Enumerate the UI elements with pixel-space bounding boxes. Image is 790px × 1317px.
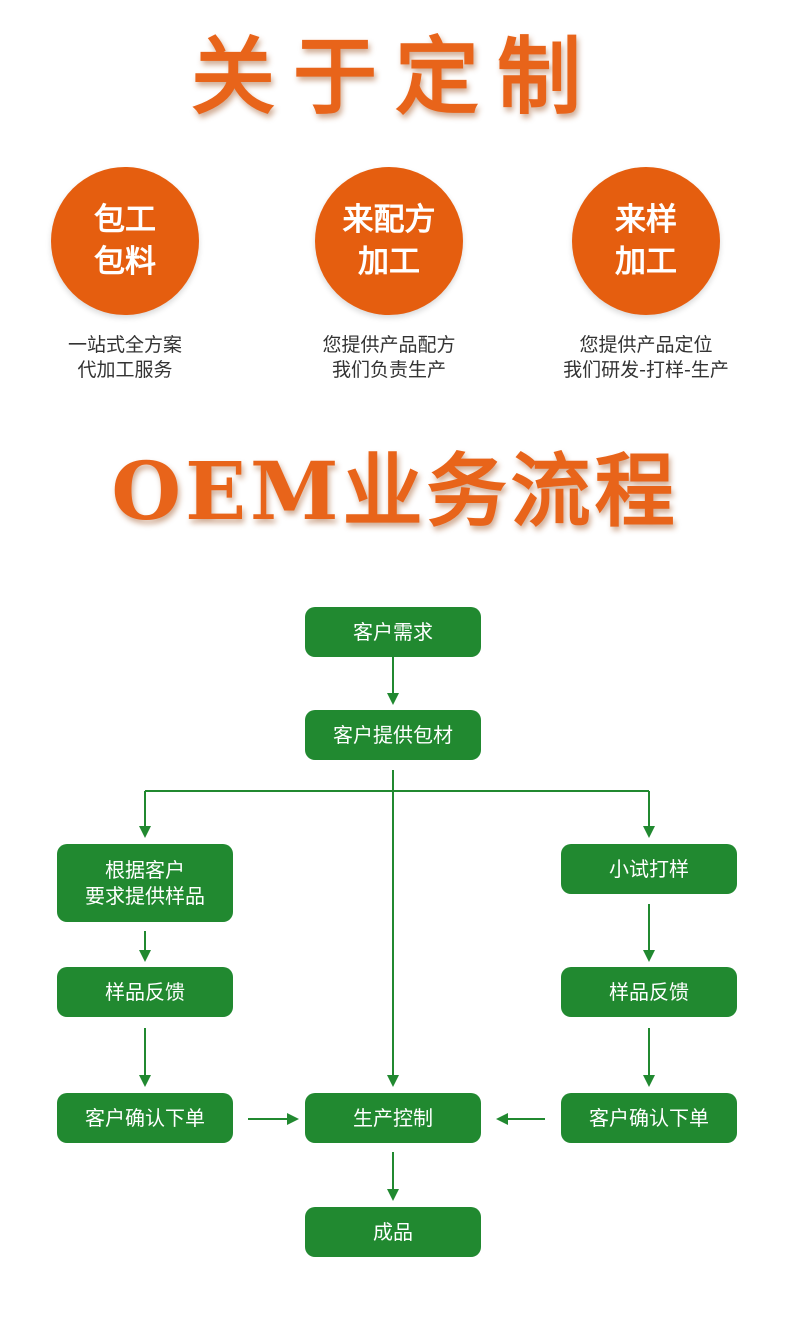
service-circle-formula-processing: 来配方 加工 — [315, 167, 463, 315]
service-circle-full-package: 包工 包料 — [51, 167, 199, 315]
circle-label-line1: 来配方 — [342, 202, 436, 238]
circle-label-line1: 来样 — [615, 202, 677, 238]
about-customization-heading: 关于定制 — [190, 27, 599, 126]
flow-box-finished-product: 成品 — [305, 1207, 481, 1257]
flow-box-label: 样品反馈 — [105, 980, 185, 1004]
flow-box-right-feedback: 样品反馈 — [561, 967, 737, 1017]
description-line2: 我们负责生产 — [331, 359, 446, 381]
flow-box-left-feedback: 样品反馈 — [57, 967, 233, 1017]
description-line1: 一站式全方案 — [67, 334, 182, 356]
flow-box-customer-demand: 客户需求 — [305, 607, 481, 657]
flow-box-label: 客户需求 — [353, 620, 433, 644]
circle-label-line2: 包料 — [94, 244, 156, 280]
flow-box-label: 样品反馈 — [609, 980, 689, 1004]
service-circle-sample-processing: 来样 加工 — [572, 167, 720, 315]
flow-box-label: 生产控制 — [353, 1106, 433, 1130]
flow-box-right-trial: 小试打样 — [561, 844, 737, 894]
flow-box-left-confirm: 客户确认下单 — [57, 1093, 233, 1143]
circle-label-line2: 加工 — [615, 244, 677, 280]
description-line1: 您提供产品配方 — [322, 334, 456, 356]
flow-box-label-line2: 要求提供样品 — [85, 884, 205, 908]
description-line2: 代加工服务 — [77, 359, 173, 381]
flow-box-label: 小试打样 — [609, 857, 689, 881]
service-description-full-package: 一站式全方案 代加工服务 — [0, 333, 255, 383]
flow-box-customer-materials: 客户提供包材 — [305, 710, 481, 760]
flow-box-label: 成品 — [373, 1220, 413, 1244]
flow-box-left-sample: 根据客户 要求提供样品 — [57, 844, 233, 922]
description-line2: 我们研发-打样-生产 — [563, 359, 729, 381]
flow-box-production-control: 生产控制 — [305, 1093, 481, 1143]
circle-label-line2: 加工 — [358, 244, 420, 280]
flow-box-label-line1: 根据客户 — [105, 858, 185, 882]
flow-box-label: 客户提供包材 — [333, 723, 453, 747]
description-line1: 您提供产品定位 — [579, 334, 713, 356]
flow-box-label: 客户确认下单 — [589, 1106, 709, 1130]
flow-box-right-confirm: 客户确认下单 — [561, 1093, 737, 1143]
oem-process-heading: OEM业务流程 — [111, 444, 679, 538]
service-description-sample-processing: 您提供产品定位 我们研发-打样-生产 — [516, 333, 776, 383]
flow-box-label: 客户确认下单 — [85, 1106, 205, 1130]
service-description-formula-processing: 您提供产品配方 我们负责生产 — [259, 333, 519, 383]
circle-label-line1: 包工 — [94, 202, 156, 238]
